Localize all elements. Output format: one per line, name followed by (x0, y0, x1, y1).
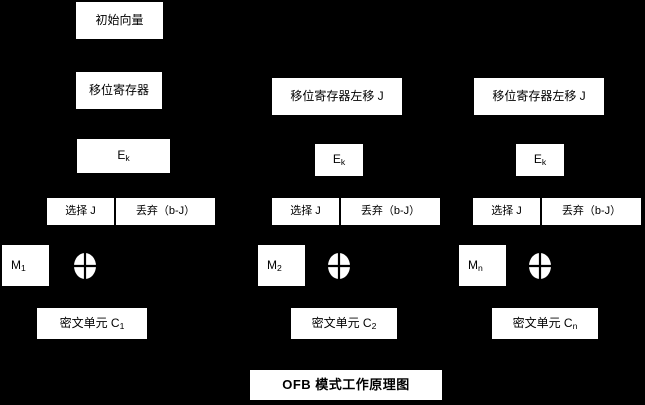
plaintext-label-2: M2 (267, 257, 282, 273)
xor-circle-icon-3 (529, 253, 551, 279)
encrypt-label-2: Ek (332, 152, 346, 168)
encrypt-box-1: Ek (77, 139, 170, 173)
discard-box-1: 丢弃（b-J） (116, 198, 215, 225)
shift-register-box-1: 移位寄存器 (76, 72, 162, 109)
discard-box-2: 丢弃（b-J） (341, 198, 440, 225)
ciphertext-box-2: 密文单元 C2 (291, 308, 397, 339)
plaintext-box-3: Mn (459, 245, 506, 286)
ciphertext-box-1: 密文单元 C1 (37, 308, 147, 339)
select-box-1: 选择 J (47, 198, 114, 225)
shift-register-box-2: 移位寄存器左移 J (272, 78, 402, 115)
plaintext-label-1: M1 (11, 257, 26, 273)
shift-register-box-3: 移位寄存器左移 J (474, 78, 604, 115)
select-label-3: 选择 J (491, 205, 522, 218)
plaintext-box-2: M2 (258, 245, 305, 286)
ciphertext-label-3: 密文单元 Cn (512, 315, 578, 331)
ciphertext-box-3: 密文单元 Cn (492, 308, 598, 339)
encrypt-label-1: Ek (117, 148, 130, 164)
shift-register-label-1: 移位寄存器 (88, 82, 149, 97)
encrypt-box-3: Ek (516, 144, 564, 176)
ciphertext-label-1: 密文单元 C1 (59, 315, 125, 331)
page-title: OFB 模式工作原理图 (282, 376, 410, 392)
xor-circle-icon-2 (328, 253, 350, 279)
ciphertext-label-2: 密文单元 C2 (311, 315, 377, 331)
shift-register-label-2: 移位寄存器左移 J (290, 88, 384, 103)
initial-vector-label: 初始向量 (95, 12, 144, 27)
discard-label-2: 丢弃（b-J） (360, 205, 421, 218)
initial-vector-box: 初始向量 (76, 2, 163, 39)
plaintext-box-1: M1 (2, 245, 49, 286)
select-box-2: 选择 J (272, 198, 339, 225)
encrypt-box-2: Ek (315, 144, 363, 176)
shift-register-label-3: 移位寄存器左移 J (492, 88, 586, 103)
discard-label-3: 丢弃（b-J） (561, 205, 622, 218)
select-box-3: 选择 J (473, 198, 540, 225)
select-label-1: 选择 J (65, 205, 96, 218)
xor-circle-icon-1 (74, 253, 96, 279)
diagram-title-box: OFB 模式工作原理图 (250, 370, 442, 400)
select-label-2: 选择 J (290, 205, 321, 218)
plaintext-label-3: Mn (468, 257, 483, 273)
encrypt-label-3: Ek (533, 152, 547, 168)
discard-label-1: 丢弃（b-J） (135, 205, 196, 218)
discard-box-3: 丢弃（b-J） (542, 198, 641, 225)
